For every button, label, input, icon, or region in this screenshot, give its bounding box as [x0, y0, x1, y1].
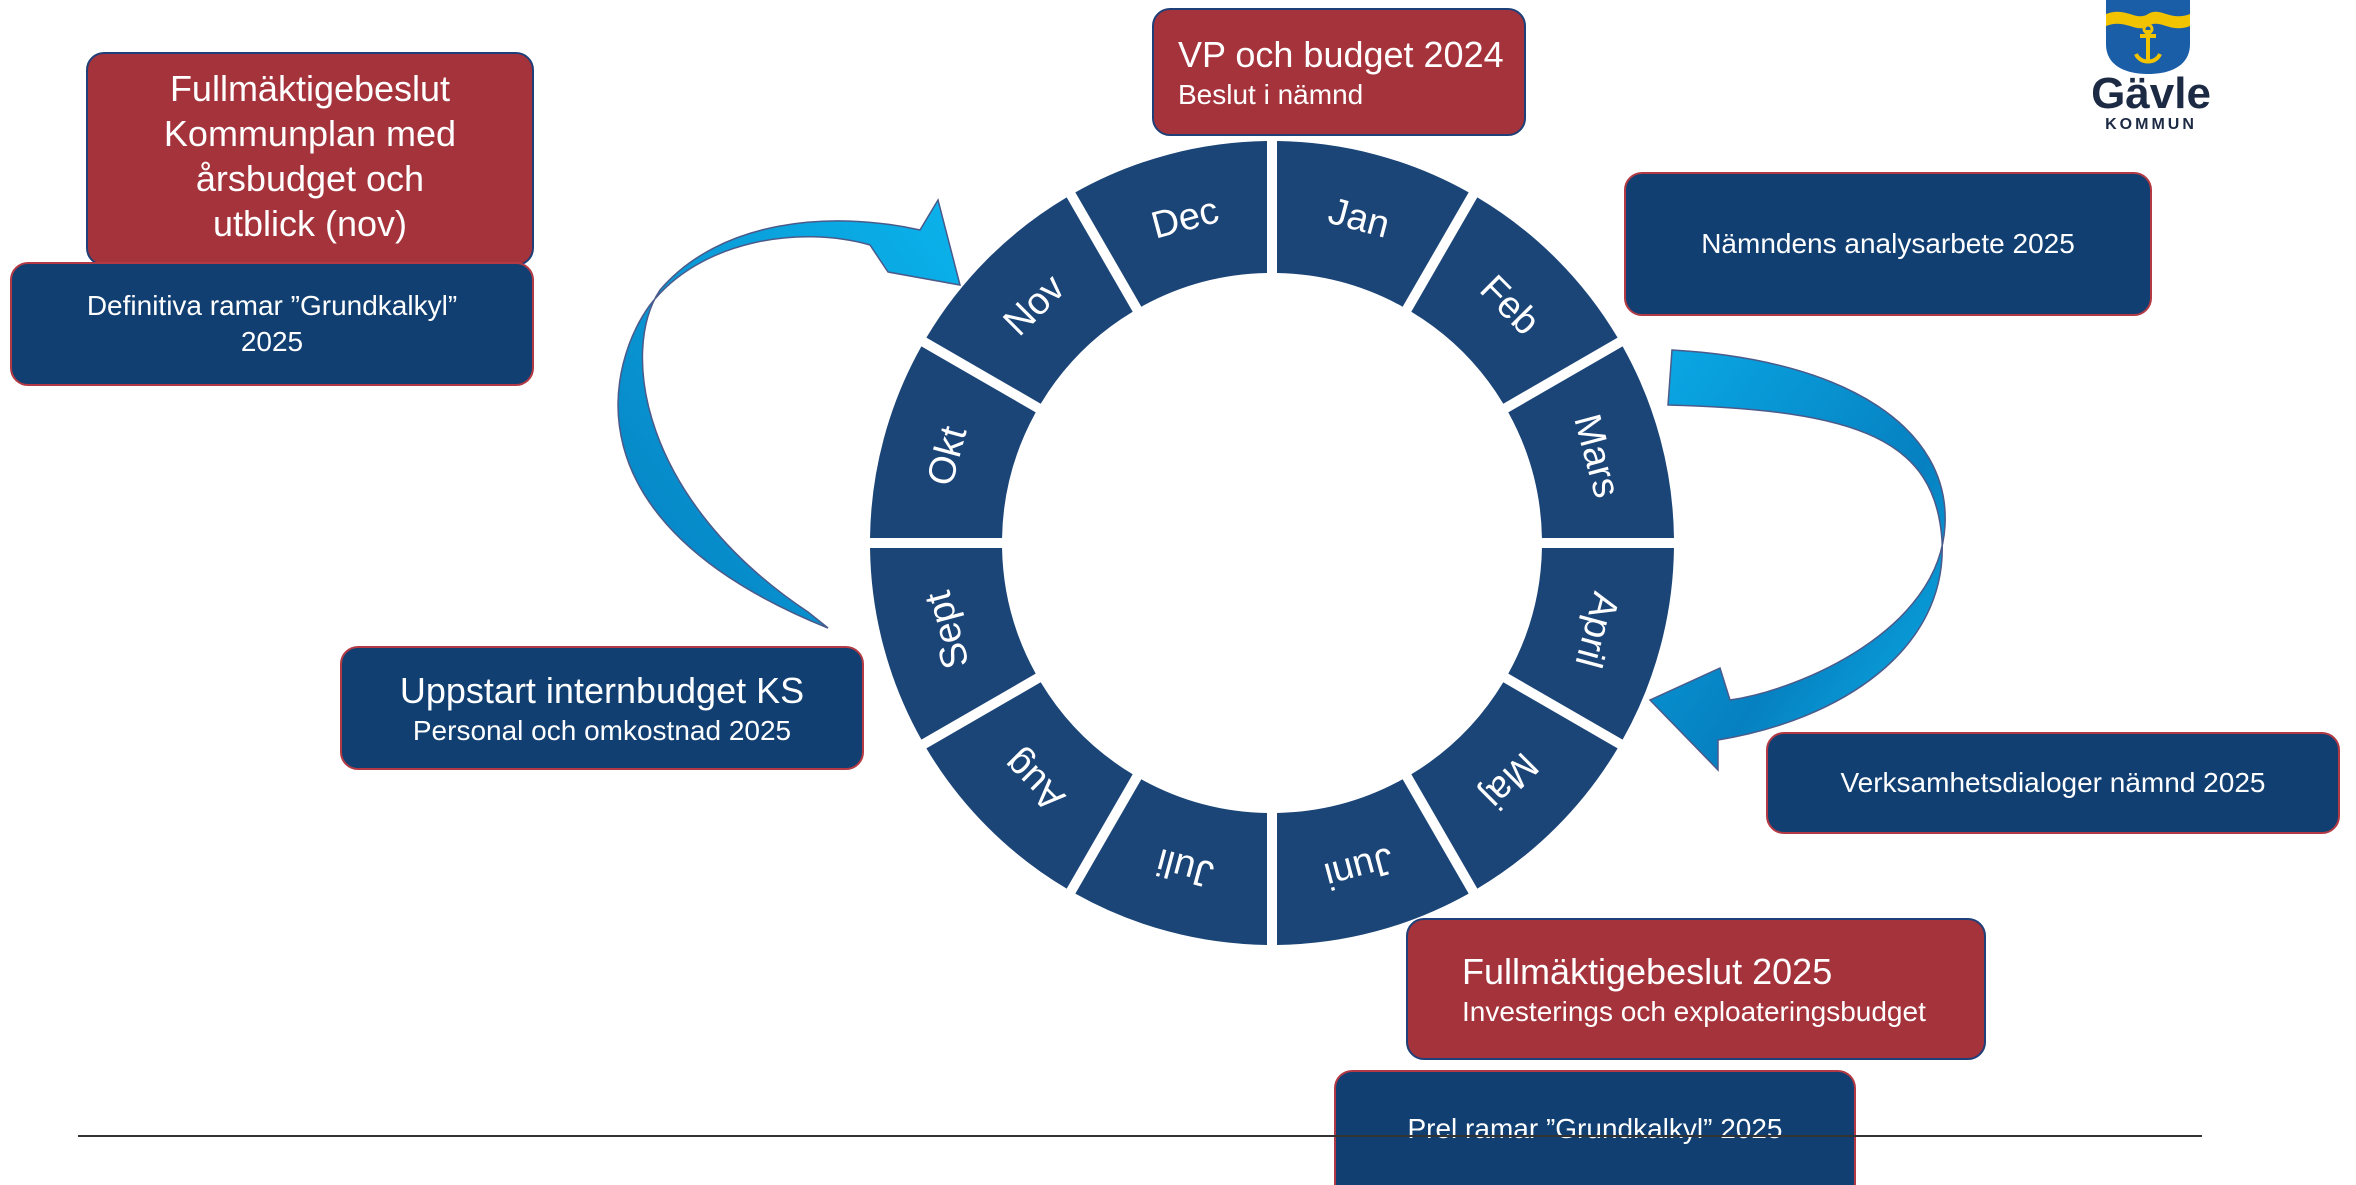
- fullmaktige-2025-title: Fullmäktigebeslut 2025: [1462, 950, 1833, 992]
- fullmaktige-nov-line: Kommunplan med: [163, 113, 457, 154]
- prel-ramar-box: Prel ramar ”Grundkalkyl” 2025: [1334, 1070, 1856, 1185]
- verksamhetsdialoger-label: Verksamhetsdialoger nämnd 2025: [1840, 767, 2266, 798]
- vp-budget-subtitle: Beslut i nämnd: [1178, 79, 1364, 110]
- shield-anchor-icon: [2106, 0, 2190, 74]
- analys-box: Nämndens analysarbete 2025: [1624, 172, 2152, 316]
- prel-ramar-label: Prel ramar ”Grundkalkyl” 2025: [1407, 1112, 1783, 1144]
- right-cycle-arrow: [1648, 349, 1946, 772]
- month-segment-nov: [926, 197, 1133, 404]
- fullmaktige-nov-line: utblick (nov): [212, 203, 408, 244]
- month-segment-april: [1508, 547, 1674, 740]
- month-segment-dec: [1075, 141, 1268, 307]
- fullmaktige-2025-box: Fullmäktigebeslut 2025 Investerings och …: [1406, 918, 1986, 1060]
- month-segment-jan: [1276, 141, 1469, 307]
- uppstart-subtitle: Personal och omkostnad 2025: [412, 714, 792, 746]
- month-segment-aug: [926, 682, 1133, 889]
- fullmaktige-nov-line: årsbudget och: [195, 158, 425, 199]
- month-ring: JanFebMarsAprilMajJuniJuliAugSeptOktNovD…: [870, 141, 1674, 945]
- month-segment-feb: [1411, 197, 1618, 404]
- logo-name: Gävle: [2091, 69, 2211, 118]
- month-segment-maj: [1411, 682, 1618, 889]
- vp-budget-title: VP och budget 2024: [1178, 34, 1504, 75]
- month-segment-sept: [870, 547, 1036, 740]
- fullmaktige-nov-box: Fullmäktigebeslut Kommunplan med årsbudg…: [86, 52, 534, 266]
- definitiva-ramar-box: Definitiva ramar ”Grundkalkyl” 2025: [10, 262, 534, 386]
- left-cycle-arrow: [617, 198, 962, 629]
- month-segment-mars: [1508, 346, 1674, 539]
- footer-divider: [78, 1135, 2202, 1137]
- month-segment-okt: [870, 346, 1036, 539]
- month-segment-juli: [1075, 779, 1268, 945]
- month-segment-juni: [1276, 779, 1469, 945]
- gavle-kommun-logo: Gävle KOMMUN: [2086, 0, 2216, 140]
- verksamhetsdialoger-box: Verksamhetsdialoger nämnd 2025: [1766, 732, 2340, 834]
- fullmaktige-2025-subtitle: Investerings och exploateringsbudget: [1462, 995, 1926, 1027]
- uppstart-title: Uppstart internbudget KS: [399, 669, 805, 711]
- uppstart-internbudget-box: Uppstart internbudget KS Personal och om…: [340, 646, 864, 770]
- vp-budget-box: VP och budget 2024 Beslut i nämnd: [1152, 8, 1526, 136]
- fullmaktige-nov-line: Fullmäktigebeslut: [169, 68, 451, 109]
- definitiva-ramar-line: Definitiva ramar ”Grundkalkyl”: [86, 290, 458, 321]
- logo-sub: KOMMUN: [2105, 116, 2197, 133]
- definitiva-ramar-line: 2025: [240, 326, 304, 357]
- analys-label: Nämndens analysarbete 2025: [1701, 228, 2075, 259]
